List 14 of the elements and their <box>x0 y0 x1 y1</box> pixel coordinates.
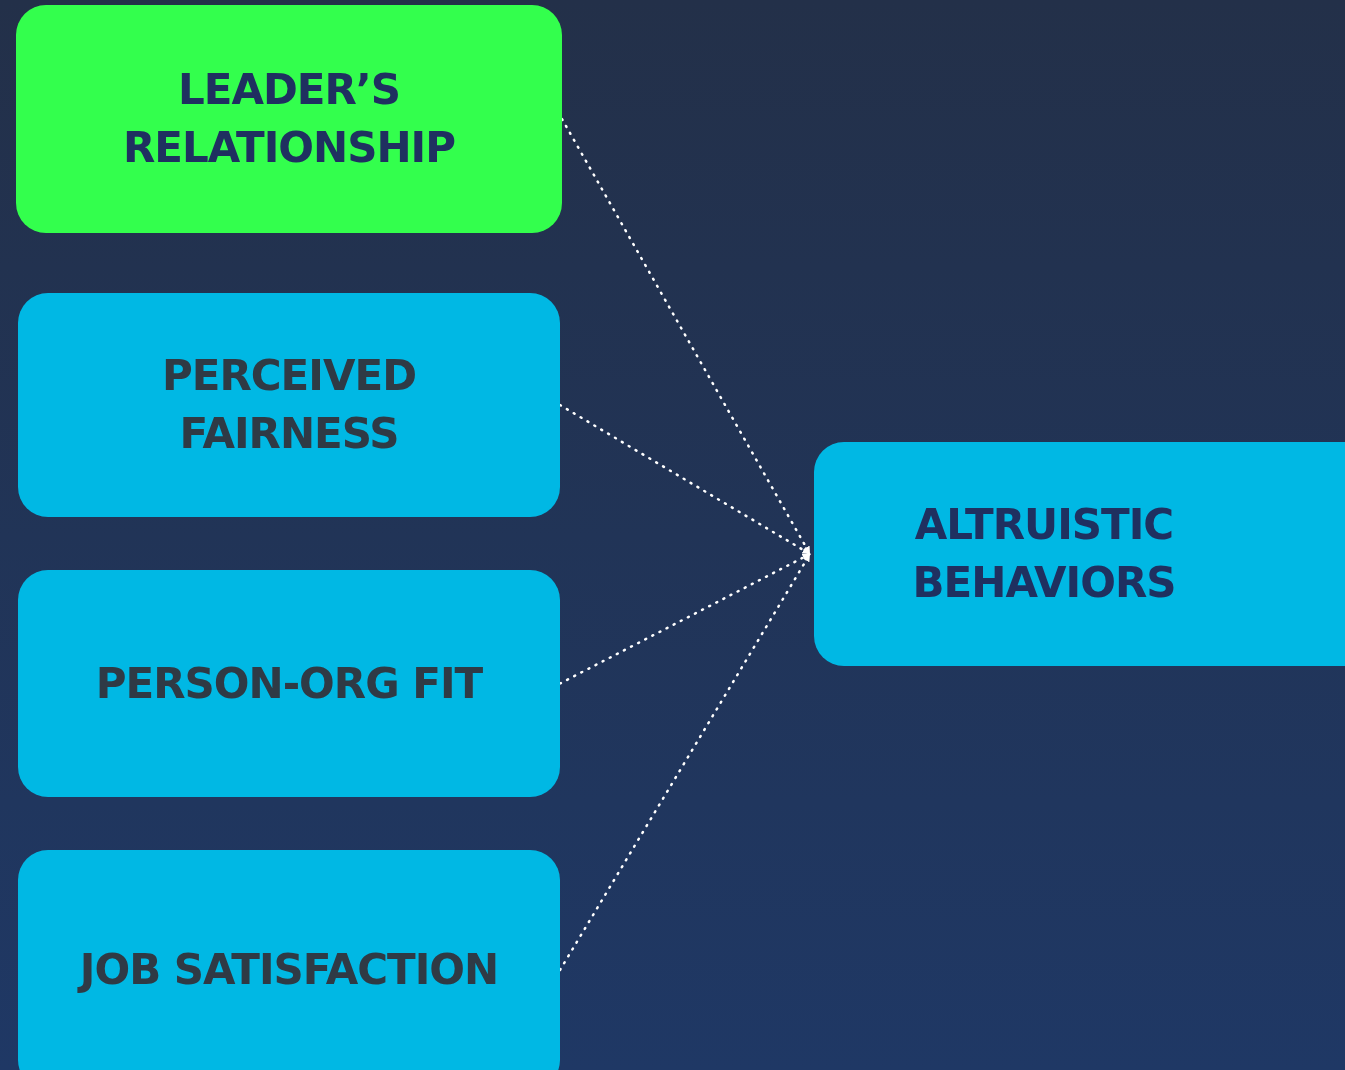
dotted-arrow <box>558 552 812 972</box>
box-label: PERSON-ORG FIT <box>95 657 483 710</box>
box-label: ALTRUISTIC BEHAVIORS <box>911 499 1177 609</box>
rounded-box <box>814 442 1345 666</box>
dotted-arrow <box>560 117 812 556</box>
dotted-arrow <box>558 552 812 685</box>
rounded-box <box>18 850 560 1070</box>
dotted-arrow <box>558 403 812 556</box>
box-label: PERCEIVED FAIRNESS <box>161 350 417 460</box>
rounded-box <box>18 293 560 517</box>
rounded-box <box>18 570 560 797</box>
box-label: LEADER’S RELATIONSHIP <box>122 64 456 174</box>
box-label: JOB SATISFACTION <box>79 944 499 996</box>
rounded-box <box>16 5 562 233</box>
